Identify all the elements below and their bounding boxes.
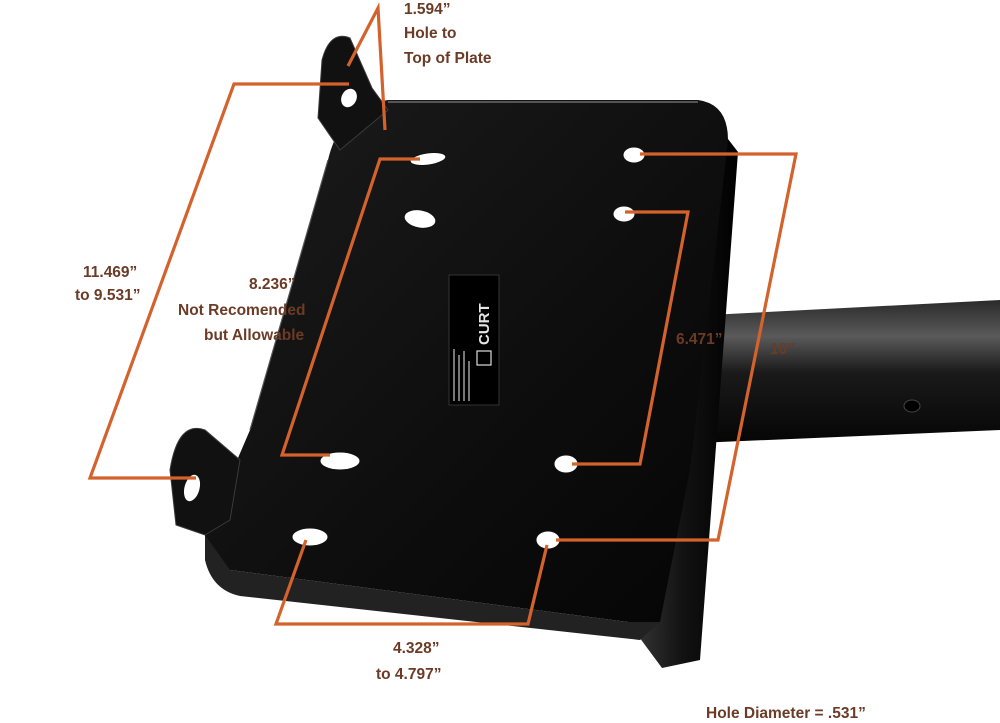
leader-inner-width [279, 157, 420, 457]
inner-width-note1: Not Recomended [178, 302, 305, 319]
logo-mark [476, 350, 492, 366]
leader-outer-width [87, 82, 349, 480]
tab-hole-bottom [182, 473, 202, 503]
inner-depth-value: 6.471” [676, 331, 723, 348]
leader-slot-spacing [273, 539, 549, 626]
label-hole-to-top: 1.594” Hole to Top of Plate [404, 1, 492, 67]
hole-diameter-note: Hole Diameter = .531” [706, 705, 866, 722]
label-inner-width: 8.236” Not Recomended but Allowable [178, 276, 305, 344]
tube-pin-hole [903, 399, 921, 413]
slot-spacing-range: to 4.797” [376, 666, 441, 683]
product-label: CURT [448, 274, 500, 406]
leader-inner-depth [572, 210, 690, 466]
hole-to-top-line1: Hole to [404, 25, 457, 42]
dimension-labels: 1.594” Hole to Top of Plate 11.469” to 9… [75, 1, 866, 722]
left-tab-bottom [169, 428, 241, 536]
leader-hole-to-top [346, 2, 387, 131]
outer-depth-value: 10” [770, 341, 795, 358]
label-outer-width: 11.469” to 9.531” [75, 264, 140, 304]
front-lip [205, 535, 660, 640]
winch-plate: CURT [169, 35, 738, 668]
dimension-lines [87, 2, 798, 626]
brand-logo: CURT [476, 303, 493, 345]
outer-width-range: to 9.531” [75, 287, 140, 304]
leader-outer-depth [556, 152, 798, 542]
label-slot-spacing: 4.328” to 4.797” [376, 640, 441, 683]
inner-width-note2: but Allowable [204, 327, 305, 344]
tab-hole-top [340, 87, 358, 109]
hole-upper-right [612, 205, 636, 223]
inner-width-value: 8.236” [249, 276, 296, 293]
hole-to-top-line2: Top of Plate [404, 50, 492, 67]
outer-width-value: 11.469” [83, 264, 137, 281]
hole-to-top-value: 1.594” [404, 1, 451, 18]
slot-bottom-left [291, 527, 329, 547]
slot-spacing-value: 4.328” [393, 640, 440, 657]
slot-upper-left [403, 209, 437, 229]
slot-top-left [409, 152, 447, 166]
